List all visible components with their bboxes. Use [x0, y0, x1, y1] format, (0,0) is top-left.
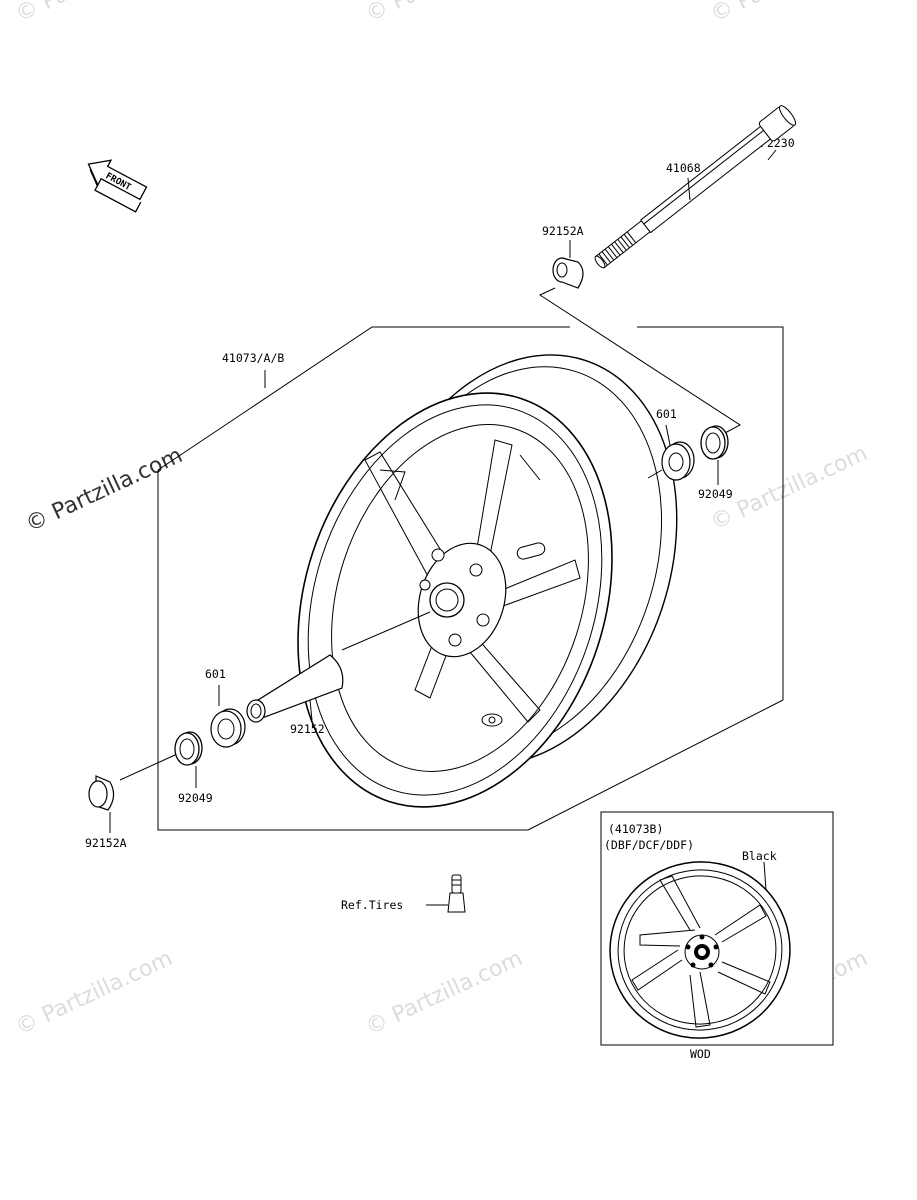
label-bearing-left: 601 — [205, 667, 226, 681]
label-axle: 41068 — [666, 161, 701, 175]
wheel-41073 — [297, 354, 678, 808]
collar-bottom — [88, 775, 115, 833]
axis-line-top — [538, 287, 741, 434]
seal-right — [700, 425, 729, 485]
collar-top — [552, 240, 584, 289]
inset-variant-box — [600, 811, 834, 1046]
label-seal-left: 92049 — [178, 791, 213, 805]
front-arrow-icon: FRONT — [87, 159, 148, 213]
watermark: © Partzilla.com — [12, 0, 176, 27]
inset-code: (41073B) — [608, 822, 663, 836]
watermark: © Partzilla.com — [707, 0, 871, 27]
label-collar-top: 92152A — [542, 224, 584, 238]
inset-footer: WOD — [690, 1047, 711, 1061]
valve-stem — [426, 874, 466, 913]
label-spacer: 92152 — [290, 722, 325, 736]
wheel-group-outline — [157, 326, 784, 831]
axis-line-spacer — [341, 611, 431, 651]
axis-line-right — [647, 469, 663, 479]
spacer-92152 — [246, 654, 344, 723]
label-seal-right: 92049 — [698, 487, 733, 501]
bearing-right — [661, 424, 695, 481]
bearing-left — [210, 685, 246, 748]
watermark: © Partzilla.com — [362, 946, 526, 1040]
label-valve-ref: Ref.Tires — [341, 898, 403, 912]
label-collar-bottom: 92152A — [85, 836, 127, 850]
inset-color: Black — [742, 849, 777, 863]
seal-left — [174, 731, 203, 788]
axis-line-left — [119, 754, 176, 781]
label-wheel: 41073/A/B — [222, 351, 284, 365]
watermark: © Partzilla.com — [362, 0, 526, 27]
axle-41068 — [594, 105, 797, 269]
label-bearing-right: 601 — [656, 407, 677, 421]
watermark: © Partzilla.com — [12, 946, 176, 1040]
watermark-dark: © Partzilla.com — [22, 443, 186, 537]
inset-variants: (DBF/DCF/DDF) — [604, 838, 694, 852]
